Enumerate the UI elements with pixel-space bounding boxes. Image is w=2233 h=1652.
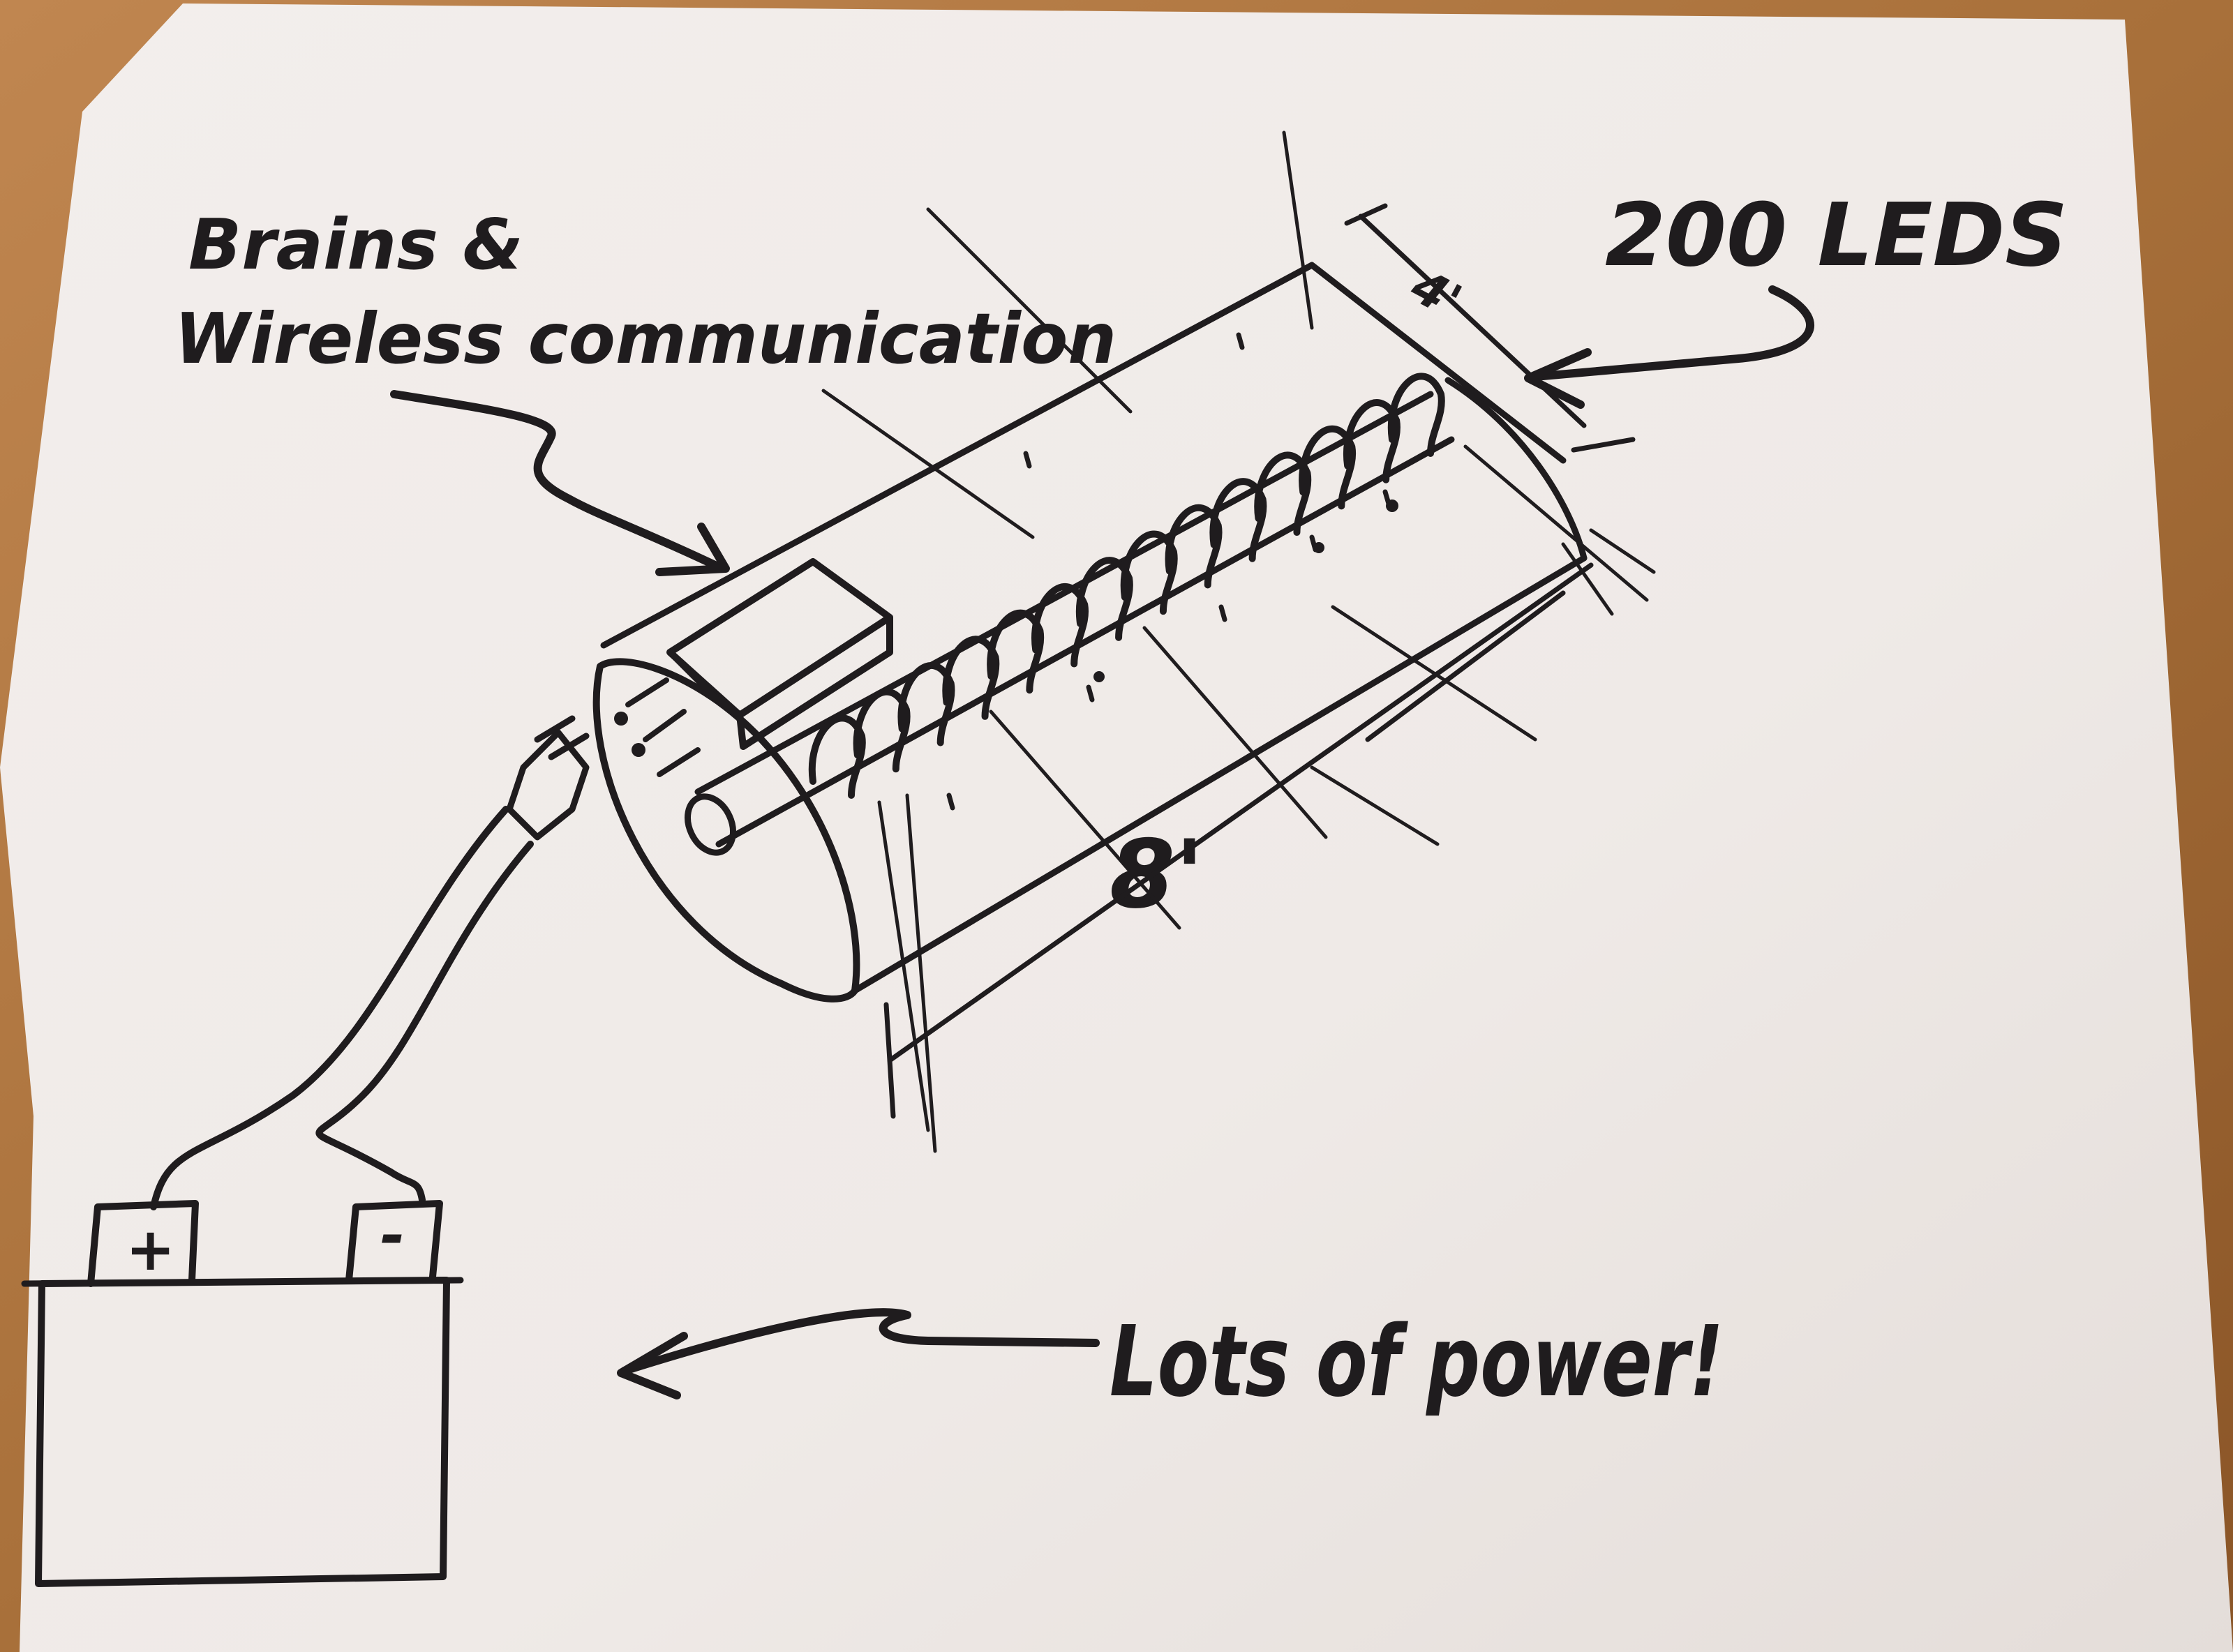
led-coil [808, 373, 1445, 799]
battery-positive-sign: + [126, 1215, 175, 1284]
paper-sheet [0, 3, 2233, 1652]
end-cap-connectors [614, 677, 701, 777]
led-dots [1093, 500, 1398, 682]
brains-pointer-arrow [390, 390, 730, 576]
power-pointer-arrow [617, 1308, 1100, 1399]
control-box [666, 558, 893, 750]
battery: + - [21, 1200, 464, 1587]
cylinder-bottom-edge [851, 555, 1588, 994]
battery-negative-terminal [345, 1200, 443, 1284]
power-cable [150, 806, 534, 1210]
brains-label-line2: Wireless communication [174, 298, 1116, 380]
dimension-lines [883, 203, 1636, 1119]
brains-label-line1: Brains & [188, 204, 523, 285]
led-pointer-arrow [1524, 285, 1814, 409]
cylinder-far-edge [1444, 377, 1588, 562]
axle-rod-end [685, 793, 736, 856]
axle-rod-top [694, 391, 1434, 795]
battery-negative-sign: - [380, 1201, 405, 1270]
cylinder-top-edge [600, 262, 1567, 649]
battery-positive-terminal [87, 1200, 199, 1287]
led-count-label: 200 LEDS [1605, 185, 2068, 286]
power-label: Lots of power! [1110, 1305, 1724, 1419]
axle-rod-bottom [715, 436, 1455, 848]
cylinder-drawing [592, 130, 1656, 1153]
